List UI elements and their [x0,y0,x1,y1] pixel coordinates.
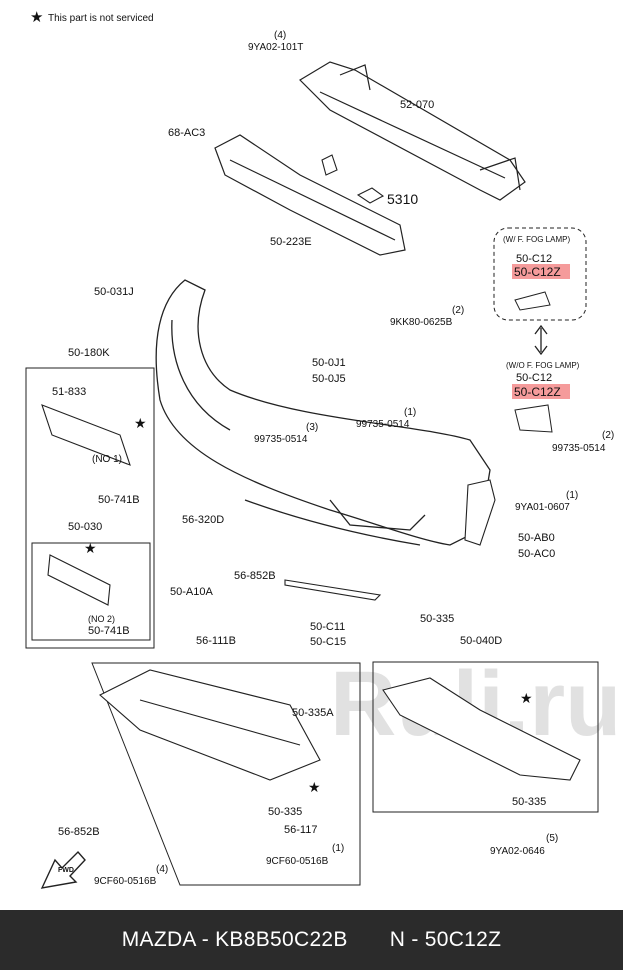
part-label: 9CF60-0516B [94,876,157,887]
part-label: (2) [602,430,614,441]
part-label: 9KK80-0625B [390,317,453,328]
under-cover-56-111B [99,669,321,781]
part-label: 5310 [387,191,418,207]
bumper-fascia [155,279,491,546]
part-label: 56-111B [196,635,236,647]
part-label: 50-AC0 [518,548,555,560]
not-serviced-star-icon: ★ [84,540,97,556]
part-label: (2) [452,305,464,316]
fog-cover-right [464,479,496,546]
part-label: 9CF60-0516B [266,856,329,867]
under-cover-50-040D [382,677,581,781]
bumper-reinforcement [299,61,526,201]
plate-bracket [41,404,131,606]
part-label: 50-A10A [170,586,213,598]
part-label: 56-117 [284,824,317,836]
part-label: (NO 1) [92,454,122,465]
variant-without-fog-code: 50-C12 [516,372,552,384]
part-label: 50-335 [420,613,454,625]
variant-without-fog-header: (W/O F. FOG LAMP) [506,361,580,370]
part-label: (1) [332,843,344,854]
part-label: 50-0J5 [312,373,346,385]
variant-with-fog-header: (W/ F. FOG LAMP) [503,235,570,244]
part-label: 50-031J [94,286,134,298]
star-icon: ★ [30,9,43,26]
not-serviced-star-icon: ★ [308,779,321,795]
part-label: 99735-0514 [254,434,308,445]
part-label: 56-320D [182,514,224,526]
part-label: 50-040D [460,635,502,647]
svg-text:FWD: FWD [58,867,74,874]
energy-absorber [214,134,406,256]
part-labels: (4)9YA02-101T52-07068-AC3531050-223E50-0… [52,30,614,887]
part-label: (4) [156,864,168,875]
part-label: 99735-0514 [356,419,410,430]
part-label: 50-C11 [310,621,345,633]
variant-without-fog-highlight: 50-C12Z [514,385,561,399]
part-label: (4) [274,30,286,41]
part-label: 99735-0514 [552,443,606,454]
variant-with-fog-highlight: 50-C12Z [514,265,561,279]
fwd-arrow-icon: FWD [40,850,86,889]
part-label: 50-741B [88,625,130,637]
part-label: 50-AB0 [518,532,555,544]
parts-diagram: Ruli.ru ★ This part is not serviced [25,9,621,889]
part-label: 9YA01-0607 [515,502,570,513]
part-label: 50-741B [98,494,140,506]
box-50-180K [25,367,155,649]
variant-with-fog-code: 50-C12 [516,253,552,265]
box-50-040D [372,661,599,813]
footer-ref: N - 50C12Z [389,928,502,951]
part-label: (1) [404,407,416,418]
part-label: (NO 2) [88,614,115,624]
part-label: 51-833 [52,386,86,398]
part-label: 50-0J1 [312,357,346,369]
part-label: 50-223E [270,236,312,248]
not-serviced-star-icon: ★ [134,415,147,431]
fog-variant-box: (W/ F. FOG LAMP) 50-C12 50-C12Z (W/O F. … [493,227,587,433]
box-56-111B [91,662,361,886]
not-serviced-star-icon: ★ [520,690,533,706]
part-label: 56-852B [234,570,276,582]
bracket-5310 [321,154,385,204]
part-label: 50-C15 [310,636,346,648]
part-label: 50-335A [292,707,334,719]
part-label: (1) [566,490,578,501]
part-label: 52-070 [400,99,434,111]
part-label: 9YA02-0646 [490,846,545,857]
footer-bar: MAZDA - KB8B50C22B N - 50C12Z [0,910,623,970]
part-label: 50-335 [512,796,546,808]
part-label: 56-852B [58,826,100,838]
footer-part-number: MAZDA - KB8B50C22B [121,928,348,951]
legend: ★ This part is not serviced [30,9,154,26]
legend-note: This part is not serviced [48,13,154,24]
part-label: (5) [546,833,558,844]
part-label: 9YA02-101T [248,42,303,53]
part-label: 50-335 [268,806,302,818]
part-label: 68-AC3 [168,127,205,139]
part-label: 50-180K [68,347,110,359]
part-label: (3) [306,422,318,433]
lower-grille-strip [284,579,382,601]
part-label: 50-030 [68,521,102,533]
